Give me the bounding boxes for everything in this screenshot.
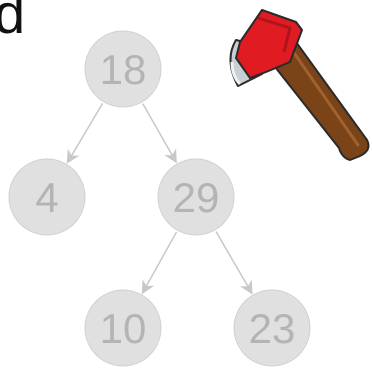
corner-letter: d	[0, 0, 26, 42]
tree-edges	[66, 103, 253, 295]
tree-node-circle	[84, 30, 162, 108]
tree-node-label: 4	[35, 174, 58, 221]
tree-edge-root-to-right	[142, 103, 177, 164]
tree-node-right: 29	[157, 158, 235, 236]
tree-node-label: 23	[249, 305, 296, 352]
tree-nodes: 18 4 29 10 23	[8, 30, 311, 367]
tree-node-label: 18	[100, 46, 147, 93]
tree-node-right-right: 23	[233, 289, 311, 367]
tree-node-circle	[233, 289, 311, 367]
tree-node-left: 4	[8, 158, 86, 236]
tree-node-right-left: 10	[84, 289, 162, 367]
tree-edge-root-to-left	[66, 103, 104, 164]
tree-node-circle	[84, 289, 162, 367]
tree-node-circle	[157, 158, 235, 236]
axe-icon	[229, 9, 370, 161]
tree-node-label: 10	[100, 305, 147, 352]
tree-node-root: 18	[84, 30, 162, 108]
tree-edge-right-to-right-right	[215, 231, 253, 295]
tree-node-circle	[8, 158, 86, 236]
tree-edge-right-to-right-left	[141, 231, 178, 295]
tree-node-label: 29	[173, 174, 220, 221]
